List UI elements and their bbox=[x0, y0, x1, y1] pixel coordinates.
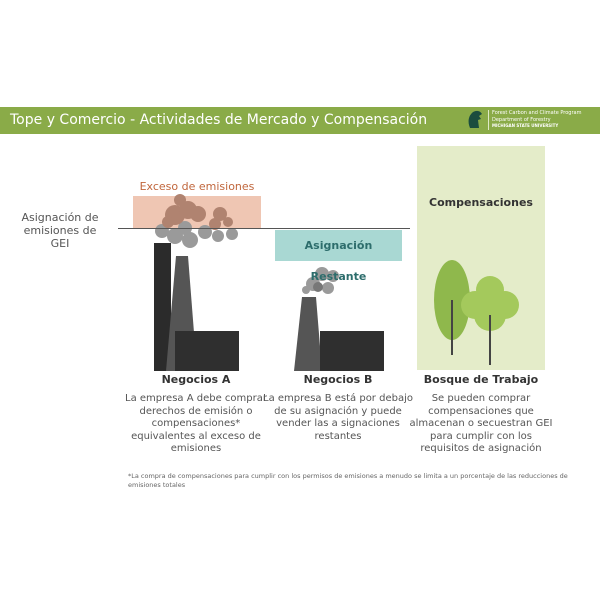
offsets-label: Compensaciones bbox=[429, 196, 533, 209]
page-title: Tope y Comercio - Actividades de Mercado… bbox=[10, 112, 428, 128]
header-banner bbox=[0, 107, 600, 134]
spartan-logo-icon bbox=[468, 110, 482, 128]
business-b-desc: La empresa B está por debajo de su asign… bbox=[263, 393, 413, 442]
smoke-cloud-b-icon bbox=[302, 267, 339, 294]
forest-desc: Se pueden comprar compensaciones que alm… bbox=[409, 393, 553, 454]
forest-title: Bosque de Trabajo bbox=[423, 373, 539, 386]
excess-emissions-label: Exceso de emisiones bbox=[139, 180, 255, 193]
trees-icon bbox=[434, 260, 519, 365]
allowance-line bbox=[118, 228, 410, 229]
business-a-desc: La empresa A debe comprar derechos de em… bbox=[125, 393, 267, 454]
logo-line: MICHIGAN STATE UNIVERSITY bbox=[492, 123, 559, 128]
business-a-title: Negocios A bbox=[161, 373, 231, 386]
smoke-cloud-a-icon bbox=[155, 194, 238, 248]
logo-text: Forest Carbon and Climate Program Depart… bbox=[488, 110, 581, 130]
factory-a-icon bbox=[154, 243, 239, 371]
logo-line: Department of Forestry bbox=[492, 116, 551, 123]
footnote: *La compra de compensaciones para cumpli… bbox=[128, 472, 568, 489]
allowance-label: Asignación de emisiones de GEI bbox=[21, 211, 99, 250]
logo-line: Forest Carbon and Climate Program bbox=[492, 110, 582, 116]
remaining-allowance-box: Asignación Restante bbox=[275, 230, 402, 283]
business-b-title: Negocios B bbox=[303, 373, 373, 386]
factory-b-icon bbox=[294, 297, 384, 371]
